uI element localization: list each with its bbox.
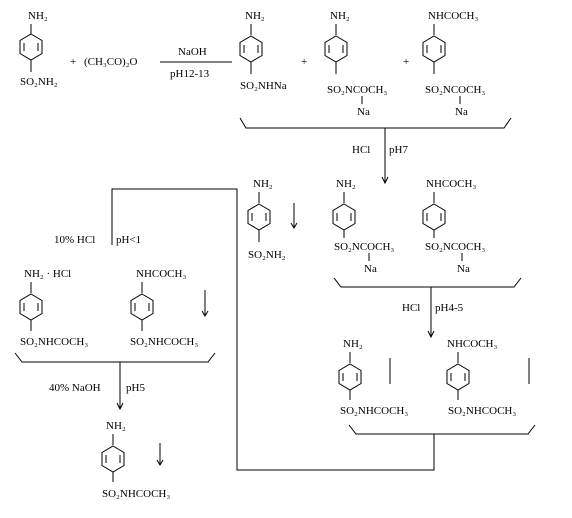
product-sodium-n-acetylsulfonamide: NH₂ SO₂NCOCH₃ Na xyxy=(324,10,387,118)
solution-sodium-diacetylsulfonamide: NHCOCH₃ SO₂NCOCH₃ Na xyxy=(422,178,485,275)
sulfonamide-group-label: SO₂NH₂ xyxy=(20,76,58,88)
reaction-arrow-step3: HCl pH4-5 xyxy=(402,287,464,339)
reaction-arrow-step1: NaOH pH12-13 xyxy=(160,46,232,80)
benzene-ring-icon xyxy=(422,35,446,63)
acetylsulfonamide-label: SO₂NHCOCH₃ xyxy=(20,336,88,348)
amine-group-label: NH₂ xyxy=(330,10,350,22)
plus-sign: + xyxy=(301,56,307,68)
final-product-n-acetylsulfanilamide: NH₂ SO₂NHCOCH₃ xyxy=(101,420,170,500)
bracket-products-row1 xyxy=(239,117,512,129)
solution-sodium-n-acetylsulfonamide: NH₂ SO₂NCOCH₃ Na xyxy=(332,178,394,275)
bracket-right-bottom xyxy=(348,424,536,435)
sodium-label: Na xyxy=(357,106,370,118)
benzene-ring-icon xyxy=(247,203,271,231)
benzene-ring-icon xyxy=(446,363,470,391)
acetylsulfonamide-label: SO₂NHCOCH₃ xyxy=(102,488,170,500)
salt-n-acetylsulfanilamide-hydrochloride: NH₂ · HCl SO₂NHCOCH₃ xyxy=(19,268,88,348)
plus-sign: + xyxy=(403,56,409,68)
acetylsulfonamide-label: SO₂NHCOCH₃ xyxy=(130,336,198,348)
flow-return-line xyxy=(111,188,435,471)
sodium-label: Na xyxy=(364,263,377,275)
product-sodium-diacetylsulfonamide: NHCOCH₃ SO₂NCOCH₃ Na xyxy=(422,10,485,118)
acetylsulfonamide-label: SO₂NHCOCH₃ xyxy=(448,405,516,417)
reagent-10pct-hcl-label: 10% HCl xyxy=(54,234,95,246)
acetylsulfonamide-label: SO₂NCOCH₃ xyxy=(327,84,387,96)
ph-4-5-label: pH4-5 xyxy=(435,302,464,314)
benzene-ring-icon xyxy=(19,293,43,321)
reagent-hcl-label: HCl xyxy=(352,144,370,156)
acetic-anhydride-label: (CH₃CO)₂O xyxy=(84,56,138,68)
acetamido-group-label: NHCOCH₃ xyxy=(136,268,186,280)
ph-5-label: pH5 xyxy=(126,382,145,394)
precipitate-sulfanilamide: NH₂ SO₂NH₂ xyxy=(247,178,298,261)
precipitate-n-acetylsulfanilamide: NH₂ SO₂NHCOCH₃ xyxy=(338,338,408,417)
product-sodium-sulfonamide: NH₂ SO₂NHNa xyxy=(239,10,287,92)
amine-hydrochloride-label: NH₂ · HCl xyxy=(24,268,71,280)
amine-group-label: NH₂ xyxy=(28,10,48,22)
benzene-ring-icon xyxy=(101,445,125,473)
reaction-arrow-step4: 10% HCl pH<1 xyxy=(54,234,141,246)
amine-group-label: NH₂ xyxy=(253,178,273,190)
ph-less-than-1-label: pH<1 xyxy=(116,234,141,246)
sulfonamide-group-label: SO₂NH₂ xyxy=(248,249,286,261)
acetylsulfonamide-label: SO₂NCOCH₃ xyxy=(334,241,394,253)
acetamido-group-label: NHCOCH₃ xyxy=(428,10,478,22)
benzene-ring-icon xyxy=(239,35,263,63)
reaction-arrow-step5: 40% NaOH pH5 xyxy=(49,362,145,411)
sulfanilamide-reactant: NH₂ SO₂NH₂ xyxy=(19,10,58,88)
benzene-ring-icon xyxy=(324,35,348,63)
acetamido-group-label: NHCOCH₃ xyxy=(426,178,476,190)
plus-sign: + xyxy=(70,56,76,68)
reagent-naoh-label: NaOH xyxy=(178,46,207,58)
precipitate-diacetylsulfanilamide: NHCOCH₃ SO₂NHCOCH₃ xyxy=(446,338,530,417)
benzene-ring-icon xyxy=(422,203,446,231)
precipitate-diacetylsulfanilamide-left: NHCOCH₃ SO₂NHCOCH₃ xyxy=(130,268,209,348)
amine-group-label: NH₂ xyxy=(106,420,126,432)
reaction-arrow-step2: HCl pH7 xyxy=(352,128,408,185)
ph-12-13-label: pH12-13 xyxy=(170,68,210,80)
sodium-label: Na xyxy=(455,106,468,118)
benzene-ring-icon xyxy=(19,33,43,61)
reagent-40pct-naoh-label: 40% NaOH xyxy=(49,382,101,394)
amine-group-label: NH₂ xyxy=(336,178,356,190)
bracket-middle-row xyxy=(333,277,522,288)
sodium-label: Na xyxy=(457,263,470,275)
reagent-hcl-label: HCl xyxy=(402,302,420,314)
sulfonamide-sodium-label: SO₂NHNa xyxy=(240,80,287,92)
amine-group-label: NH₂ xyxy=(343,338,363,350)
acetylsulfonamide-label: SO₂NCOCH₃ xyxy=(425,84,485,96)
acetylsulfonamide-label: SO₂NHCOCH₃ xyxy=(340,405,408,417)
acetylsulfonamide-label: SO₂NCOCH₃ xyxy=(425,241,485,253)
bracket-left-row xyxy=(14,352,216,363)
amine-group-label: NH₂ xyxy=(245,10,265,22)
benzene-ring-icon xyxy=(130,293,154,321)
ph-7-label: pH7 xyxy=(389,144,408,156)
acetamido-group-label: NHCOCH₃ xyxy=(447,338,497,350)
benzene-ring-icon xyxy=(338,363,362,391)
benzene-ring-icon xyxy=(332,203,356,231)
